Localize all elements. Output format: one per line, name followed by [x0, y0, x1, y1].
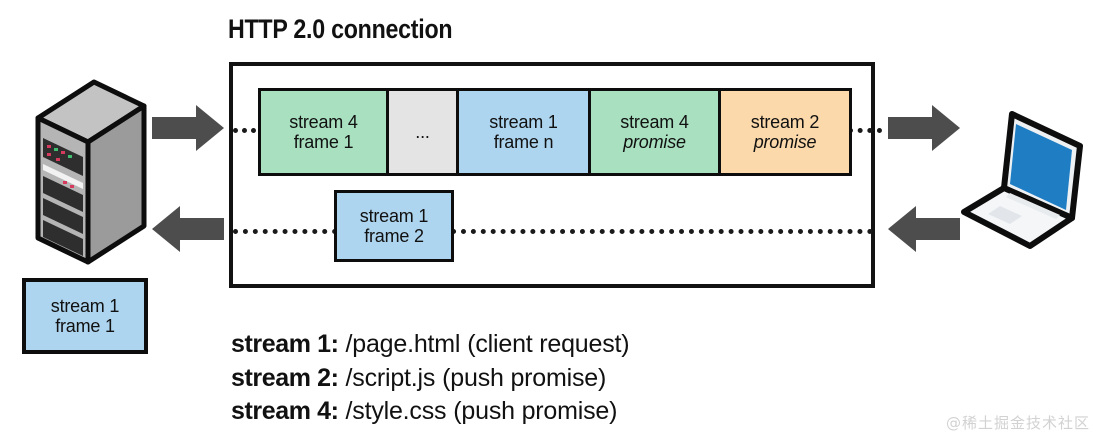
frame-line-2: frame 1	[293, 132, 354, 152]
legend-row: stream 1: /page.html (client request)	[231, 328, 630, 362]
legend-note: (client request)	[467, 330, 630, 358]
frame-line-1: stream 1	[489, 111, 558, 132]
legend-path: /page.html	[345, 330, 461, 358]
frame-cell-ellipsis: ...	[389, 91, 459, 173]
server-icon	[32, 76, 150, 268]
frame-line-1: stream 2	[750, 111, 820, 132]
legend-row: stream 2: /script.js (push promise)	[231, 362, 629, 396]
frame-line-1: stream 4	[289, 111, 358, 132]
ellipsis-label: ...	[415, 121, 430, 142]
frame-line-1: stream 1	[359, 205, 429, 226]
frame-line-2: frame n	[493, 132, 554, 152]
frame-line-2: promise	[623, 132, 686, 152]
watermark: @稀土掘金技术社区	[945, 414, 1090, 432]
frame-box-stream1-frame2: stream 1 frame 2	[334, 190, 454, 262]
dotted-connector-left	[233, 128, 265, 133]
arrow-client-in-icon	[888, 206, 960, 252]
legend-path: /style.css	[345, 397, 447, 425]
legend-path: /script.js	[345, 363, 436, 392]
frame-box-stream1-frame1: stream 1 frame 1	[22, 278, 148, 354]
legend-note: (push promise)	[453, 397, 618, 425]
legend-stream-label: stream 2:	[231, 363, 339, 392]
legend-note: (push promise)	[442, 363, 607, 392]
legend-stream-label: stream 4:	[231, 397, 339, 425]
page-title: HTTP 2.0 connection	[228, 14, 453, 44]
laptop-icon	[956, 92, 1092, 252]
legend-row: stream 4: /style.css (push promise)	[231, 395, 629, 429]
dotted-connector-right	[848, 128, 882, 133]
frame-line-1: stream 1	[50, 295, 120, 316]
dotted-connector-bottom	[233, 229, 873, 234]
arrow-client-out-icon	[888, 105, 960, 151]
frame-line-2: frame 1	[55, 316, 115, 336]
arrow-server-in-icon	[152, 206, 224, 252]
legend-stream-label: stream 1:	[231, 330, 339, 358]
frame-line-1: stream 4	[620, 111, 689, 132]
arrow-server-out-icon	[152, 105, 224, 151]
frame-line-2: promise	[753, 132, 817, 152]
frame-line-2: frame 2	[364, 226, 424, 246]
legend: stream 1: /page.html (client request)str…	[231, 328, 630, 429]
